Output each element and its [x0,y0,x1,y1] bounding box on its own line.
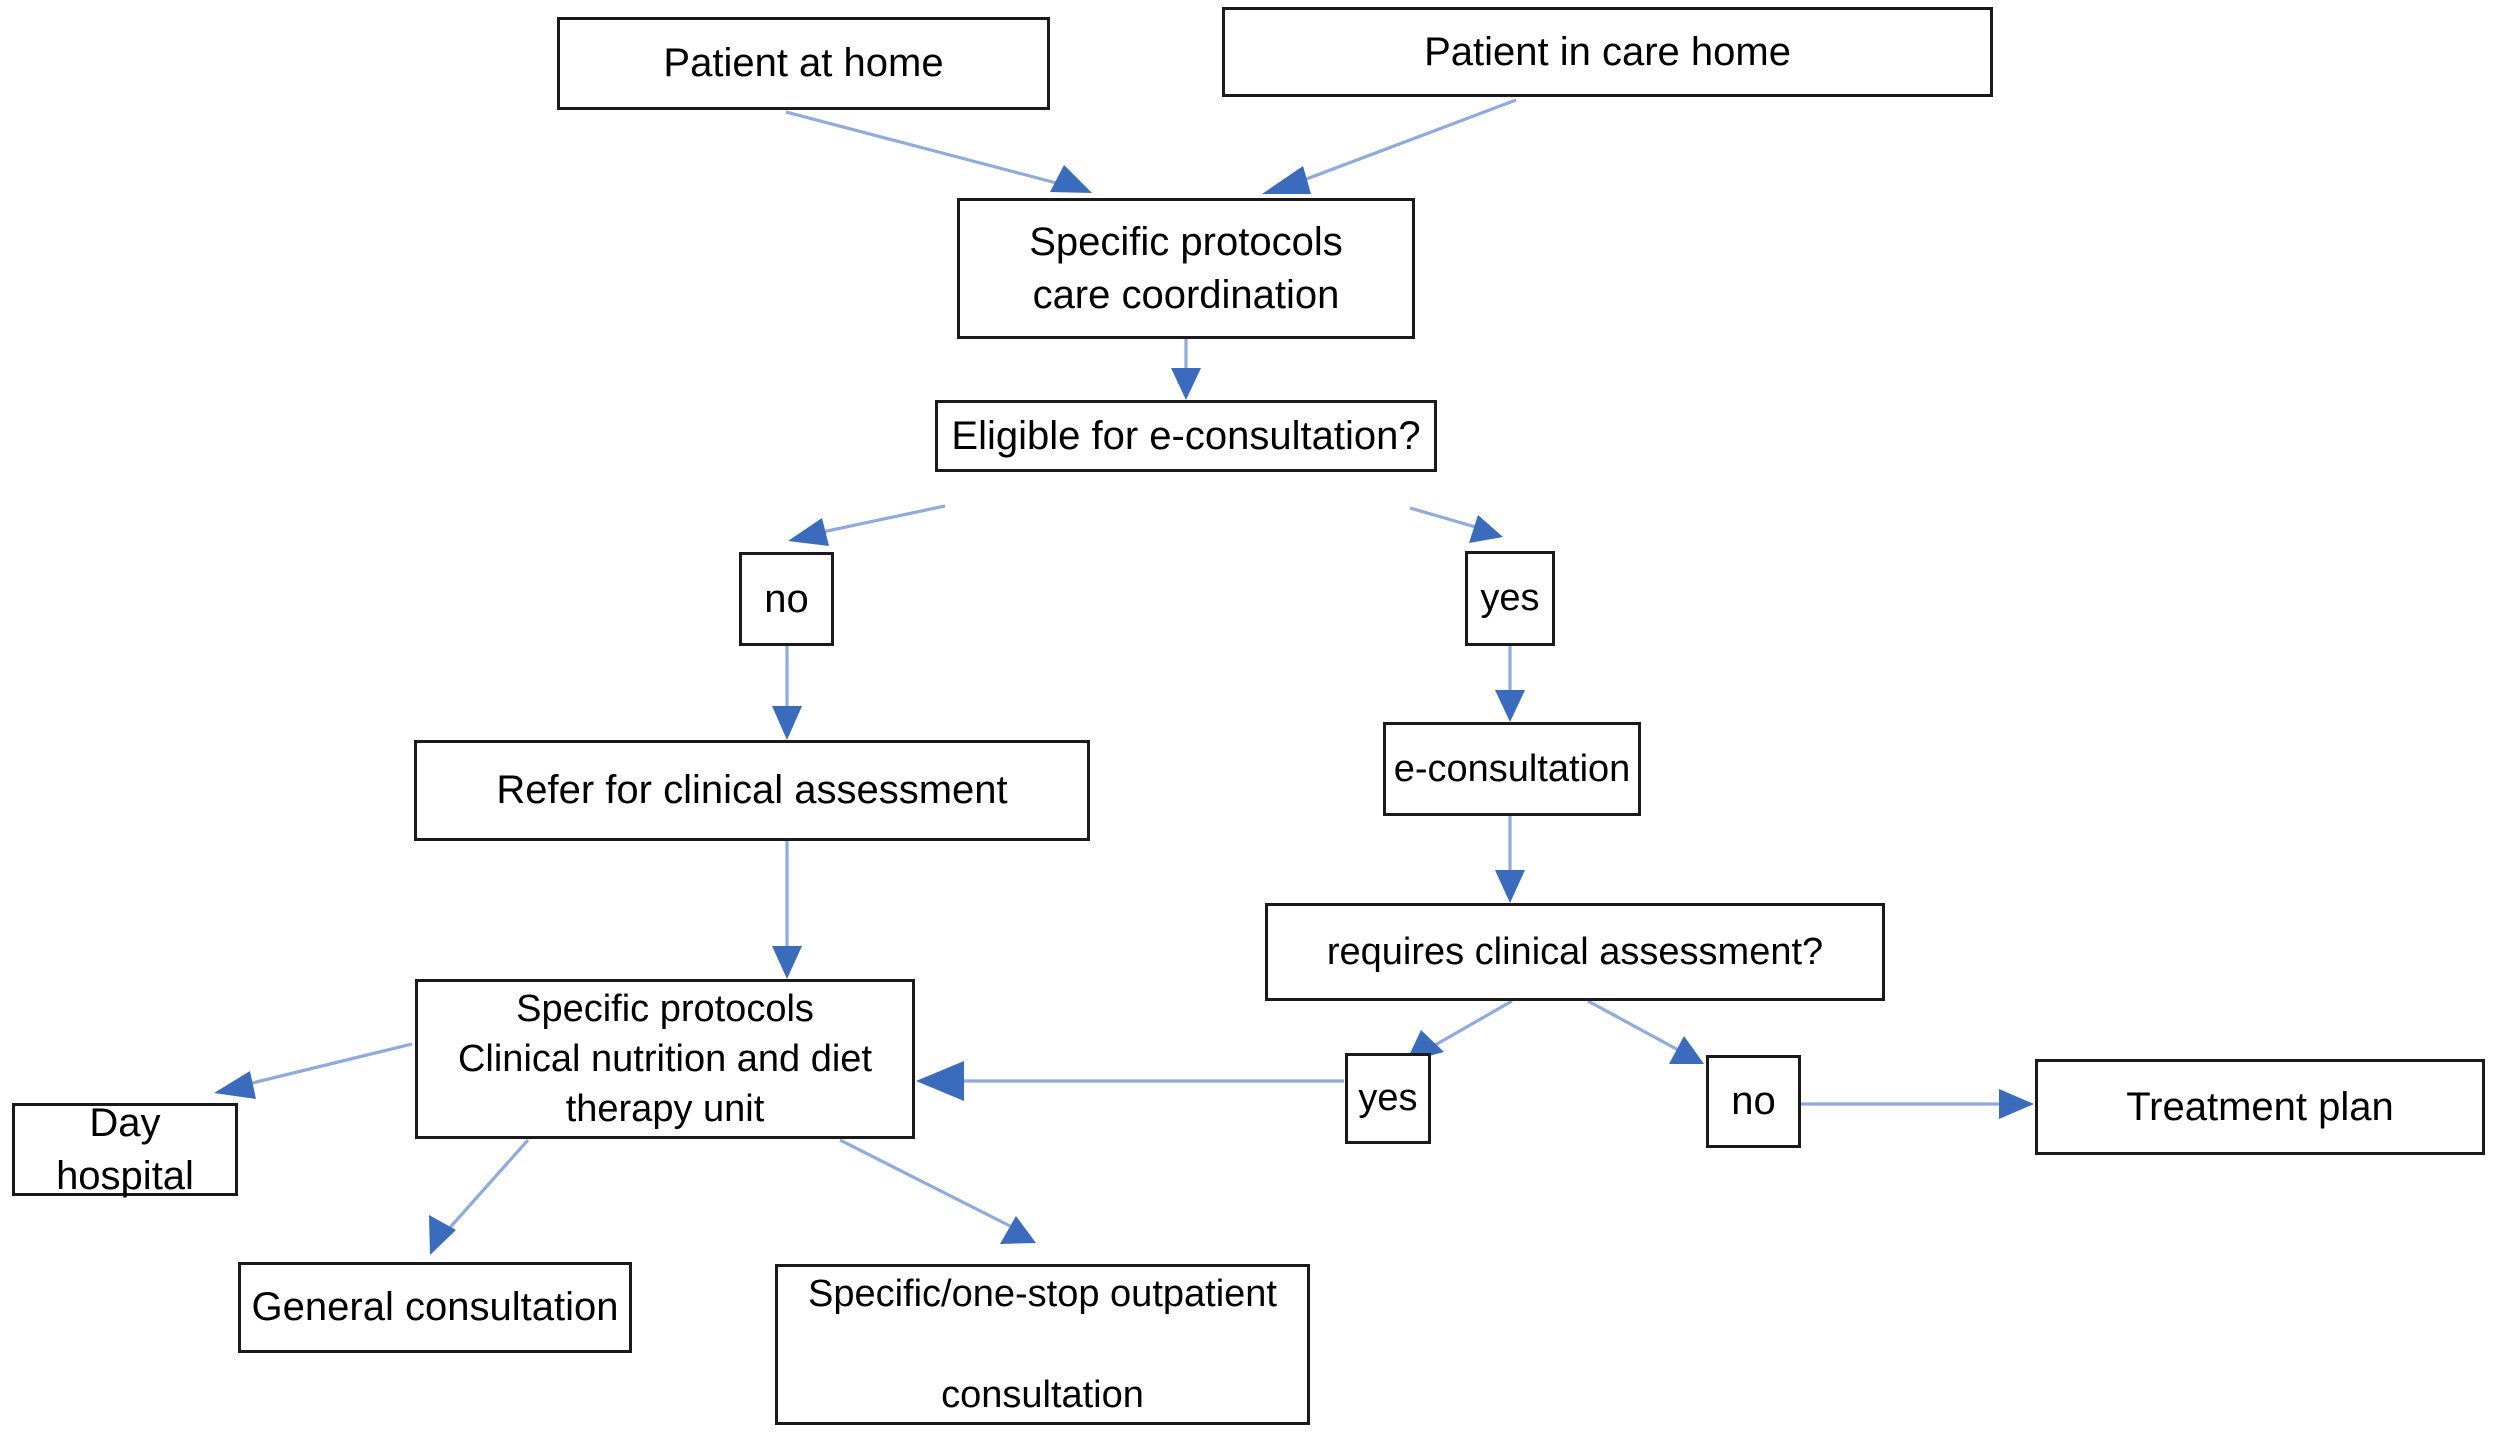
edge-yes-to-nutrition-unit [916,1061,1344,1101]
node-label: yes [1358,1077,1418,1120]
node-eligible-yes[interactable]: yes [1465,551,1555,646]
node-eligible-for-e-consultation[interactable]: Eligible for e-consultation? [935,400,1437,472]
node-label: Treatment plan [2126,1084,2394,1129]
node-patient-in-care-home[interactable]: Patient in care home [1222,7,1993,97]
node-specific-protocols-nutrition-unit[interactable]: Specific protocols Clinical nutrition an… [415,979,915,1139]
node-patient-at-home[interactable]: Patient at home [557,17,1050,110]
edge-patient-in-care-home-to-care-coordination [1262,98,1517,194]
node-treatment-plan[interactable]: Treatment plan [2035,1059,2485,1155]
node-e-consultation[interactable]: e-consultation [1383,722,1641,816]
edge-refer-to-nutrition-unit [772,841,802,979]
node-requires-no[interactable]: no [1706,1055,1801,1148]
edge-no-to-refer [772,646,802,740]
node-requires-yes[interactable]: yes [1345,1053,1431,1144]
edge-care-coordination-to-eligible [1171,339,1201,400]
node-label: Specific/one-stop outpatient consultatio… [808,1273,1277,1416]
edge-nutrition-unit-to-day-hospital [214,1042,413,1099]
edge-requires-to-no [1587,999,1704,1064]
node-requires-clinical-assessment[interactable]: requires clinical assessment? [1265,903,1885,1001]
node-label: Patient in care home [1424,29,1791,74]
edge-e-consultation-to-requires [1495,816,1525,903]
edge-no-to-treatment-plan [1801,1089,2034,1119]
node-label: Day hospital [56,1100,194,1198]
edge-eligible-to-no [788,504,946,546]
edge-patient-at-home-to-care-coordination [785,110,1092,193]
edge-nutrition-unit-to-outpatient-consultation [839,1138,1036,1244]
node-day-hospital[interactable]: Day hospital [12,1101,238,1198]
edge-eligible-to-yes [1409,506,1503,543]
node-label: e-consultation [1393,747,1631,790]
node-refer-for-clinical-assessment[interactable]: Refer for clinical assessment [414,740,1090,841]
node-label: requires clinical assessment? [1326,930,1824,973]
node-general-consultation[interactable]: General consultation [238,1262,632,1353]
node-eligible-no[interactable]: no [739,552,834,646]
node-label: Eligible for e-consultation? [951,413,1421,458]
node-label: no [764,576,809,621]
node-specific-one-stop-outpatient-consultation[interactable]: Specific/one-stop outpatient consultatio… [775,1264,1310,1425]
node-label: yes [1480,577,1540,620]
node-label: Specific protocols care coordination [1029,219,1343,317]
node-label: Specific protocols Clinical nutrition an… [457,987,872,1131]
edge-nutrition-unit-to-general-consultation [429,1138,530,1255]
node-specific-protocols-care-coordination[interactable]: Specific protocols care coordination [957,198,1415,339]
node-label: General consultation [251,1285,619,1330]
node-label: no [1731,1079,1776,1124]
edge-yes-to-e-consultation [1495,646,1525,722]
node-label: Refer for clinical assessment [496,768,1008,813]
node-label: Patient at home [663,41,944,86]
